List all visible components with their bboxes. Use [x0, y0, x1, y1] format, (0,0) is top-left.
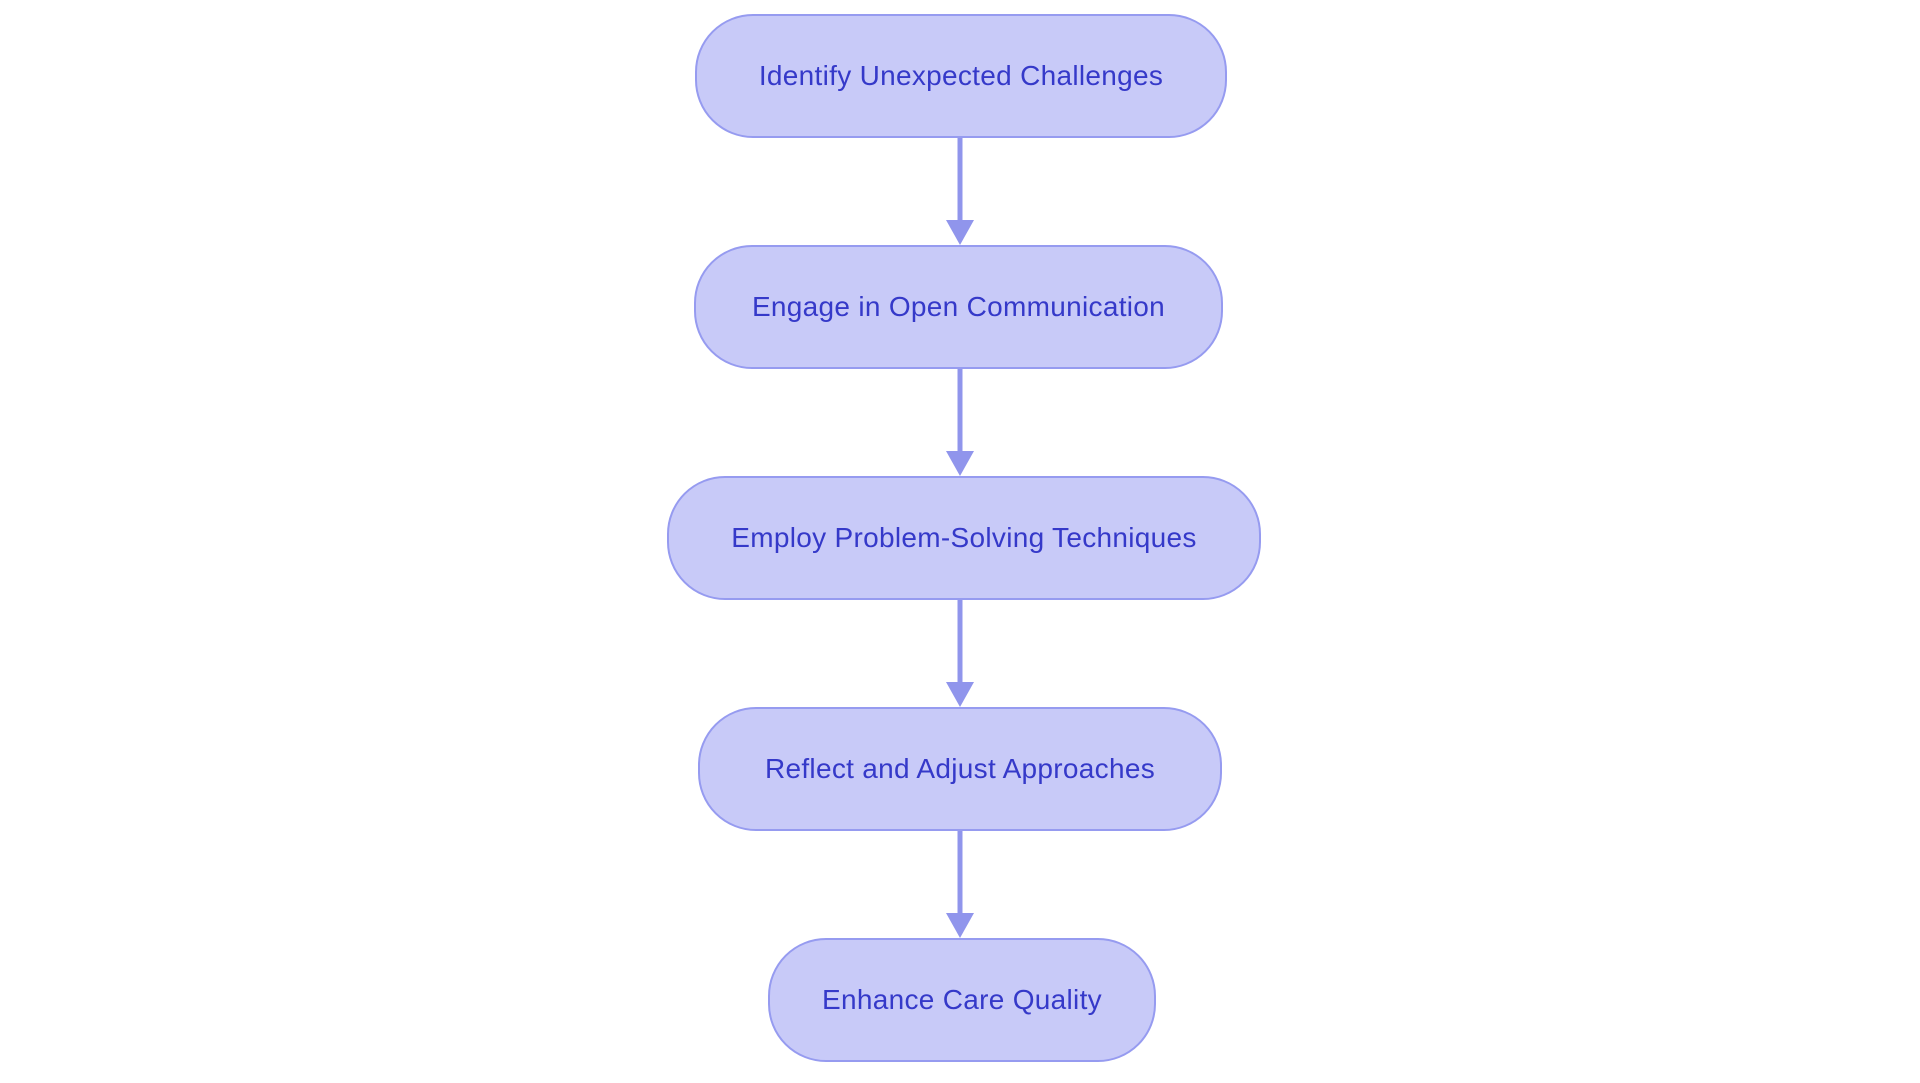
flow-node-enhance-care-quality: Enhance Care Quality — [768, 938, 1156, 1062]
node-label: Engage in Open Communication — [751, 291, 1166, 322]
node-label: Identify Unexpected Challenges — [758, 60, 1164, 91]
flow-node-employ-problem-solving-techniques: Employ Problem-Solving Techniques — [667, 476, 1261, 600]
flow-node-identify-unexpected-challenges: Identify Unexpected Challenges — [695, 14, 1227, 138]
node-label: Employ Problem-Solving Techniques — [731, 522, 1197, 553]
arrow-head — [946, 451, 974, 476]
arrow-down-icon — [946, 369, 974, 476]
arrow-head — [946, 682, 974, 707]
node-label: Enhance Care Quality — [822, 984, 1102, 1015]
flow-node-engage-in-open-communication: Engage in Open Communication — [694, 245, 1223, 369]
arrow-down-icon — [946, 600, 974, 707]
arrow-down-icon — [946, 831, 974, 938]
flow-node-reflect-and-adjust-approaches: Reflect and Adjust Approaches — [698, 707, 1222, 831]
node-label: Reflect and Adjust Approaches — [764, 753, 1156, 784]
arrow-head — [946, 220, 974, 245]
arrow-head — [946, 913, 974, 938]
arrow-down-icon — [946, 138, 974, 245]
